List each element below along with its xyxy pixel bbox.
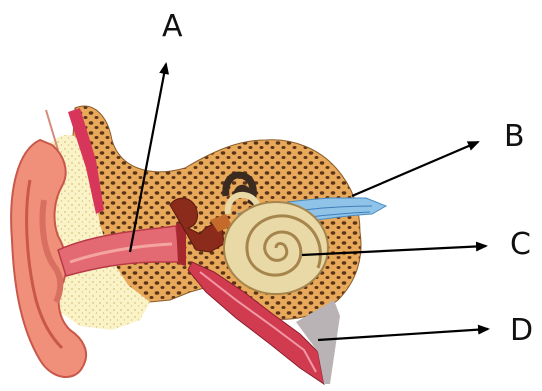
label-a: A [162, 9, 183, 44]
label-d: D [510, 313, 533, 348]
label-c: C [510, 227, 531, 262]
arrow-d [318, 329, 488, 340]
arrow-b [352, 142, 478, 196]
label-b: B [504, 119, 525, 154]
cochlea [224, 202, 328, 294]
